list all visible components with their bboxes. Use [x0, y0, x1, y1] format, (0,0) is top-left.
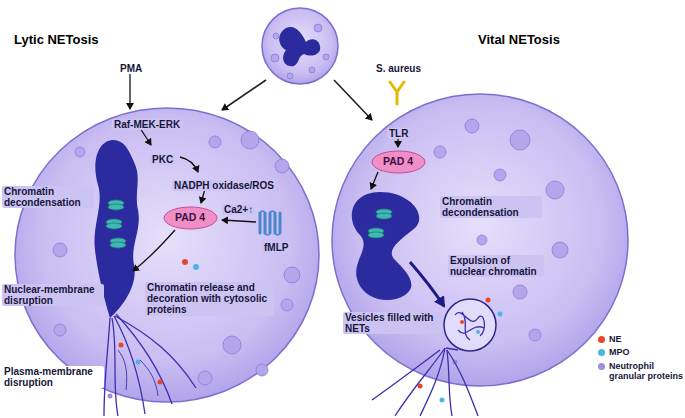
panel-heading-box: Vital NETosis	[478, 30, 560, 48]
legend-label: MPO	[609, 347, 630, 357]
annotation-box: Expulsion of nuclear chromatin	[448, 255, 544, 279]
legend-row: NE	[598, 334, 684, 344]
annotation-label: Ca2+↑	[222, 204, 255, 215]
annotation-label: Nuclear-membrane disruption	[2, 284, 104, 306]
panel-heading: Lytic NETosis	[14, 32, 99, 47]
legend-label: Neutrophil granular proteins	[609, 361, 683, 382]
annotation-label: NADPH oxidase/ROS	[172, 180, 276, 191]
neutrophil-cell: Lytic NETosisPAD 4	[0, 24, 330, 412]
annotation-label: TLR	[387, 128, 410, 139]
annotation-box: S. aureus	[374, 58, 423, 76]
annotation-label: fMLP	[262, 242, 290, 253]
panel-heading: Vital NETosis	[478, 32, 560, 47]
legend-swatch	[598, 363, 605, 370]
annotation-label: Expulsion of nuclear chromatin	[448, 255, 544, 277]
annotation-box: TLR	[387, 123, 410, 141]
annotation-label: Chromatin release and decoration with cy…	[145, 282, 274, 316]
resting-neutrophil	[262, 8, 338, 84]
annotation-label: Raf-MEK-ERK	[112, 119, 182, 130]
annotation-box: PKC	[150, 149, 175, 167]
annotation-label: Plasma-membrane disruption	[2, 366, 104, 388]
annotation-box: Chromatin decondensation	[2, 186, 94, 210]
annotation-label: S. aureus	[374, 63, 423, 74]
annotation-box: Vesicles filled with NETs	[343, 312, 443, 336]
nucleosome-icon	[106, 200, 126, 248]
enzyme-label: PAD 4	[371, 156, 426, 168]
legend-swatch	[598, 336, 605, 343]
legend-swatch	[598, 349, 605, 356]
legend: NE MPO Neutrophil granular proteins	[598, 334, 684, 384]
annotation-box: Nuclear-membrane disruption	[2, 284, 104, 308]
annotation-box: PMA	[118, 58, 144, 76]
enzyme-ellipse: PAD 4	[163, 206, 218, 230]
tlr-receptor	[390, 82, 404, 104]
legend-label: NE	[609, 334, 622, 344]
net-vesicle	[444, 299, 496, 351]
nucleosome-icon	[368, 209, 392, 238]
legend-row: Neutrophil granular proteins	[598, 361, 684, 382]
annotation-label: Chromatin decondensation	[440, 196, 542, 218]
panel-heading-box: Lytic NETosis	[14, 30, 99, 48]
annotation-label: PKC	[150, 154, 175, 165]
enzyme-text-box: PAD 4	[163, 206, 218, 224]
enzyme-label: PAD 4	[163, 212, 218, 224]
annotation-label: PMA	[118, 63, 144, 74]
annotation-box: Ca2+↑	[222, 199, 255, 217]
annotation-box: Chromatin decondensation	[440, 196, 542, 220]
annotation-box: NADPH oxidase/ROS	[172, 175, 276, 193]
annotation-label: Chromatin decondensation	[2, 186, 94, 208]
annotation-label: Vesicles filled with NETs	[343, 312, 443, 334]
annotation-box: Plasma-membrane disruption	[2, 366, 104, 390]
enzyme-text-box: PAD 4	[371, 150, 426, 168]
enzyme-ellipse: PAD 4	[371, 150, 426, 174]
annotation-box: Chromatin release and decoration with cy…	[145, 282, 274, 317]
legend-row: MPO	[598, 347, 684, 357]
transition-arrow	[222, 80, 372, 120]
annotation-box: Raf-MEK-ERK	[112, 114, 182, 132]
annotation-box: fMLP	[262, 237, 290, 255]
